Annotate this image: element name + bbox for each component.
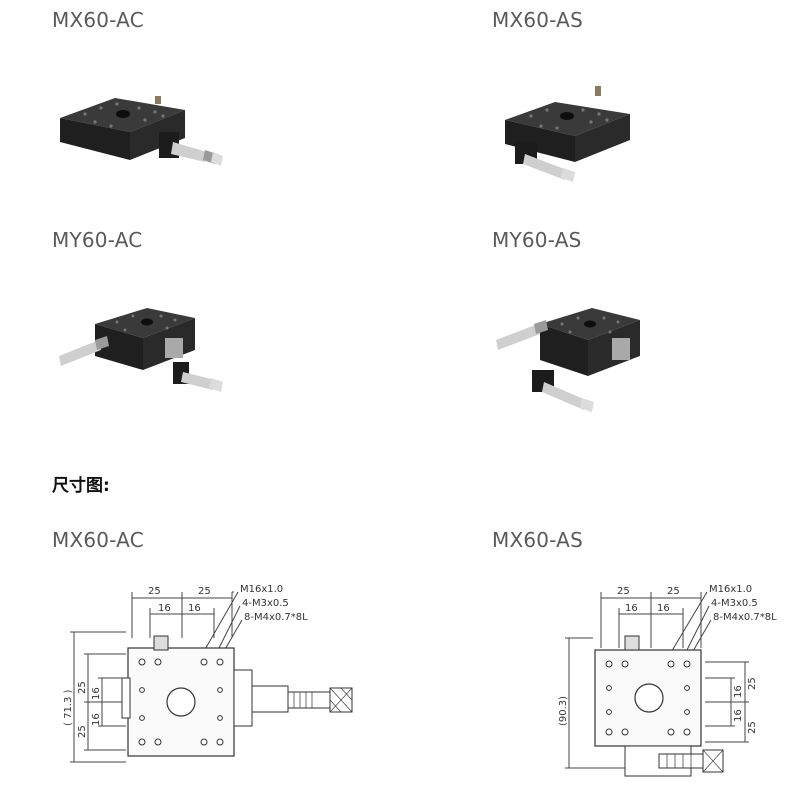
product-label-my60-ac: MY60-AC — [52, 228, 143, 252]
left-dim-d: 25 — [77, 725, 88, 738]
dimension-section-heading: 尺寸图: — [52, 476, 110, 496]
product-label-my60-as: MY60-AS — [492, 228, 582, 252]
right-dim-b: 16 — [733, 685, 744, 698]
drawing-label-mx60-as: MX60-AS — [492, 528, 583, 552]
dimension-drawing-mx60-ac: 25 25 16 16 M16x1.0 4-M3x0.5 8-M4x0.7*8L… — [63, 584, 353, 763]
product-label-mx60-ac: MX60-AC — [52, 8, 144, 32]
callout-thread: M16x1.0 — [240, 584, 283, 595]
overall-dim: (90.3) — [558, 696, 569, 726]
drawing-label-mx60-ac: MX60-AC — [52, 528, 144, 552]
top-dim-c: 16 — [625, 603, 638, 614]
right-dim-a: 25 — [747, 677, 758, 690]
left-dim-a: 25 — [77, 681, 88, 694]
product-photo-mx60-as — [505, 86, 630, 182]
callout-m4: 8-M4x0.7*8L — [713, 612, 777, 623]
top-dim-d: 16 — [188, 603, 201, 614]
callout-m3: 4-M3x0.5 — [242, 598, 289, 609]
right-dim-c: 16 — [733, 709, 744, 722]
top-dim-c: 16 — [158, 603, 171, 614]
callout-m4: 8-M4x0.7*8L — [244, 612, 308, 623]
product-photo-my60-ac — [59, 308, 223, 392]
top-dim-a: 25 — [617, 586, 630, 597]
top-dim-b: 25 — [198, 586, 211, 597]
product-label-mx60-as: MX60-AS — [492, 8, 583, 32]
product-photo-mx60-ac — [60, 96, 223, 166]
top-dim-a: 25 — [148, 586, 161, 597]
top-dim-d: 16 — [657, 603, 670, 614]
product-photo-my60-as — [496, 308, 640, 412]
callout-m3: 4-M3x0.5 — [711, 598, 758, 609]
top-dim-b: 25 — [667, 586, 680, 597]
left-dim-c: 16 — [91, 713, 102, 726]
left-dim-b: 16 — [91, 687, 102, 700]
overall-dim: ( 71.3 ) — [63, 689, 74, 726]
dimension-drawing-mx60-as: 25 25 16 16 M16x1.0 4-M3x0.5 8-M4x0.7*8L… — [558, 584, 777, 777]
callout-thread: M16x1.0 — [709, 584, 752, 595]
right-dim-d: 25 — [747, 721, 758, 734]
